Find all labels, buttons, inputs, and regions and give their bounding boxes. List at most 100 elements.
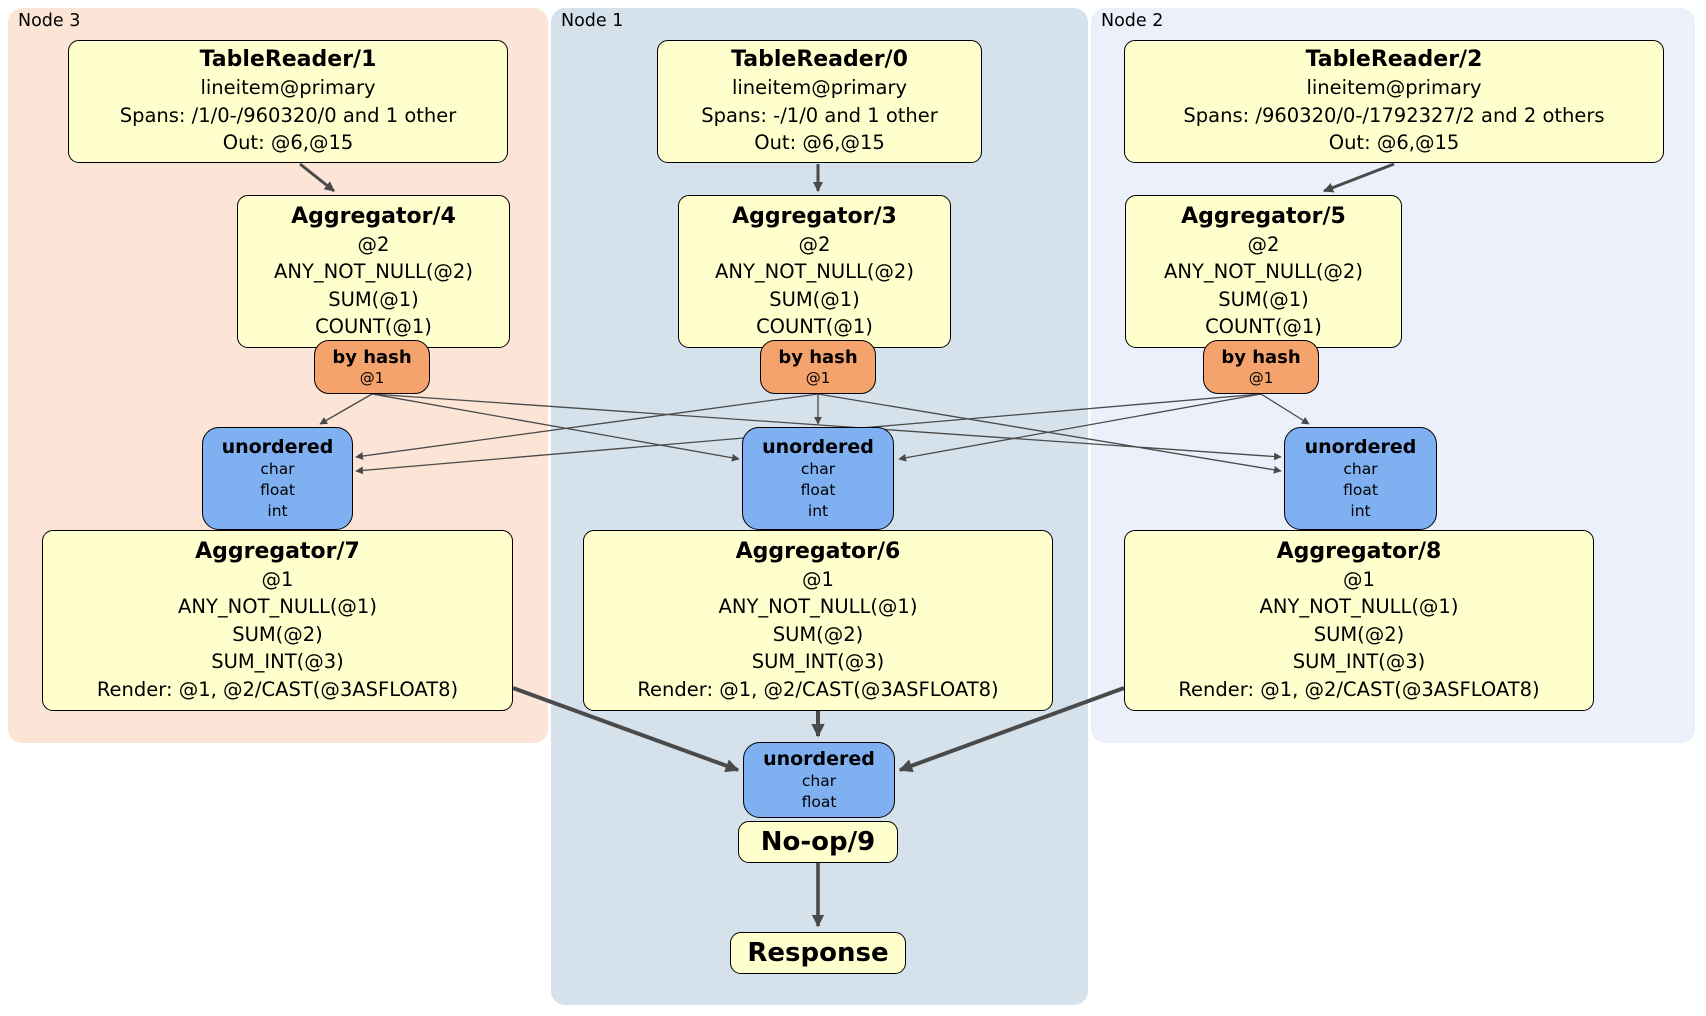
- tablereader-0-box: TableReader/0 lineitem@primary Spans: -/…: [657, 40, 982, 163]
- box-line: SUM(@1): [769, 287, 860, 311]
- edge-router2-sync2: [1260, 393, 1310, 425]
- box-line: @2: [1247, 232, 1280, 256]
- box-line: float: [800, 481, 836, 499]
- edge-router2-sync1: [898, 393, 1262, 462]
- aggregator-7-box: Aggregator/7 @1 ANY_NOT_NULL(@1) SUM(@2)…: [42, 530, 513, 711]
- box-line: Spans: /1/0-/960320/0 and 1 other: [119, 103, 457, 127]
- edge-agg8-syncfinal: [898, 686, 1125, 773]
- edge-router3-sync2: [371, 393, 1282, 461]
- box-line: COUNT(@1): [1205, 315, 1322, 338]
- edge-tr1-agg4: [299, 162, 335, 193]
- box-line: lineitem@primary: [1306, 76, 1482, 100]
- edge-agg7-syncfinal: [512, 686, 740, 773]
- aggregator-4-box: Aggregator/4 @2 ANY_NOT_NULL(@2) SUM(@1)…: [237, 195, 510, 348]
- box-line: ANY_NOT_NULL(@2): [715, 260, 914, 283]
- box-line: Out: @6,@15: [754, 131, 885, 155]
- box-line: @1: [1343, 567, 1375, 591]
- box-line: @2: [357, 232, 390, 256]
- box-line: SUM_INT(@3): [211, 650, 344, 674]
- box-line: @2: [798, 232, 831, 256]
- box-line: SUM(@2): [772, 622, 864, 646]
- box-line: lineitem@primary: [731, 76, 908, 100]
- box-line: Out: @6,@15: [222, 131, 354, 155]
- box-title: Aggregator/4: [291, 203, 456, 229]
- box-line: int: [807, 502, 829, 520]
- box-title: unordered: [1304, 436, 1417, 458]
- edge-tr2-agg5: [1323, 162, 1395, 193]
- box-line: float: [1343, 481, 1378, 499]
- box-line: SUM_INT(@3): [751, 650, 885, 674]
- box-line: ANY_NOT_NULL(@1): [178, 595, 377, 619]
- box-title: by hash: [1221, 346, 1301, 368]
- box-line: ANY_NOT_NULL(@2): [1164, 260, 1363, 283]
- node1-label: Node 1: [561, 11, 624, 31]
- box-line: char: [1343, 460, 1378, 478]
- box-line: char: [800, 460, 836, 478]
- edge-router3-sync3: [319, 393, 373, 425]
- by-hash-router-node3: by hash @1: [314, 340, 430, 394]
- unordered-sync-final: unordered char float: [743, 742, 895, 818]
- box-title: unordered: [762, 436, 874, 458]
- box-line: SUM_INT(@3): [1292, 650, 1426, 674]
- box-line: Render: @1, @2/CAST(@3ASFLOAT8): [637, 677, 999, 701]
- unordered-sync-node2: unordered char float int: [1284, 427, 1437, 530]
- tablereader-2-box: TableReader/2 lineitem@primary Spans: /9…: [1124, 40, 1664, 163]
- box-line: char: [260, 460, 295, 478]
- box-line: @1: [802, 567, 834, 591]
- by-hash-router-node1: by hash @1: [760, 340, 876, 394]
- by-hash-router-node2: by hash @1: [1203, 340, 1319, 394]
- box-line: Spans: -/1/0 and 1 other: [701, 103, 938, 127]
- box-title: TableReader/1: [199, 47, 377, 73]
- box-title: No-op/9: [760, 827, 876, 857]
- box-line: float: [801, 793, 837, 811]
- box-title: Aggregator/8: [1276, 538, 1442, 564]
- box-title: Aggregator/6: [735, 538, 901, 564]
- box-line: COUNT(@1): [315, 315, 432, 338]
- aggregator-3-box: Aggregator/3 @2 ANY_NOT_NULL(@2) SUM(@1)…: [678, 195, 951, 348]
- aggregator-8-box: Aggregator/8 @1 ANY_NOT_NULL(@1) SUM(@2)…: [1124, 530, 1594, 711]
- box-line: ANY_NOT_NULL(@1): [1259, 595, 1459, 619]
- aggregator-6-box: Aggregator/6 @1 ANY_NOT_NULL(@1) SUM(@2)…: [583, 530, 1053, 711]
- tablereader-1-box: TableReader/1 lineitem@primary Spans: /1…: [68, 40, 508, 163]
- box-title: Response: [747, 938, 889, 968]
- node3-label: Node 3: [18, 11, 81, 31]
- box-line: SUM(@2): [1313, 622, 1405, 646]
- box-line: SUM(@2): [232, 622, 323, 646]
- box-line: ANY_NOT_NULL(@2): [274, 260, 473, 283]
- box-line: @1: [359, 368, 385, 387]
- box-title: unordered: [221, 436, 334, 458]
- box-line: int: [267, 502, 288, 520]
- response-box: Response: [730, 932, 906, 974]
- unordered-sync-node1: unordered char float int: [742, 427, 894, 530]
- box-line: COUNT(@1): [756, 315, 873, 338]
- box-line: Render: @1, @2/CAST(@3ASFLOAT8): [1178, 677, 1540, 701]
- noop-box: No-op/9: [738, 821, 898, 863]
- box-title: TableReader/0: [731, 47, 908, 73]
- node2-label: Node 2: [1101, 11, 1164, 31]
- box-line: @1: [1248, 368, 1274, 387]
- box-line: @1: [805, 368, 831, 387]
- box-title: Aggregator/5: [1181, 203, 1346, 229]
- box-title: by hash: [778, 346, 858, 368]
- box-line: SUM(@1): [328, 287, 419, 311]
- box-line: int: [1350, 502, 1371, 520]
- box-title: TableReader/2: [1305, 47, 1483, 73]
- unordered-sync-node3: unordered char float int: [202, 427, 353, 530]
- box-line: ANY_NOT_NULL(@1): [718, 595, 918, 619]
- box-title: unordered: [763, 748, 875, 770]
- box-line: Render: @1, @2/CAST(@3ASFLOAT8): [96, 677, 459, 701]
- aggregator-5-box: Aggregator/5 @2 ANY_NOT_NULL(@2) SUM(@1)…: [1125, 195, 1402, 348]
- edge-router3-sync1: [371, 393, 740, 462]
- box-title: Aggregator/3: [732, 203, 897, 229]
- box-title: Aggregator/7: [195, 538, 360, 564]
- box-line: Spans: /960320/0-/1792327/2 and 2 others: [1183, 103, 1605, 127]
- box-line: Out: @6,@15: [1328, 131, 1460, 155]
- box-line: char: [801, 772, 837, 790]
- box-title: by hash: [332, 346, 412, 368]
- box-line: SUM(@1): [1218, 287, 1309, 311]
- edge-router1-sync3: [355, 393, 819, 460]
- box-line: float: [260, 481, 295, 499]
- box-line: @1: [261, 567, 294, 591]
